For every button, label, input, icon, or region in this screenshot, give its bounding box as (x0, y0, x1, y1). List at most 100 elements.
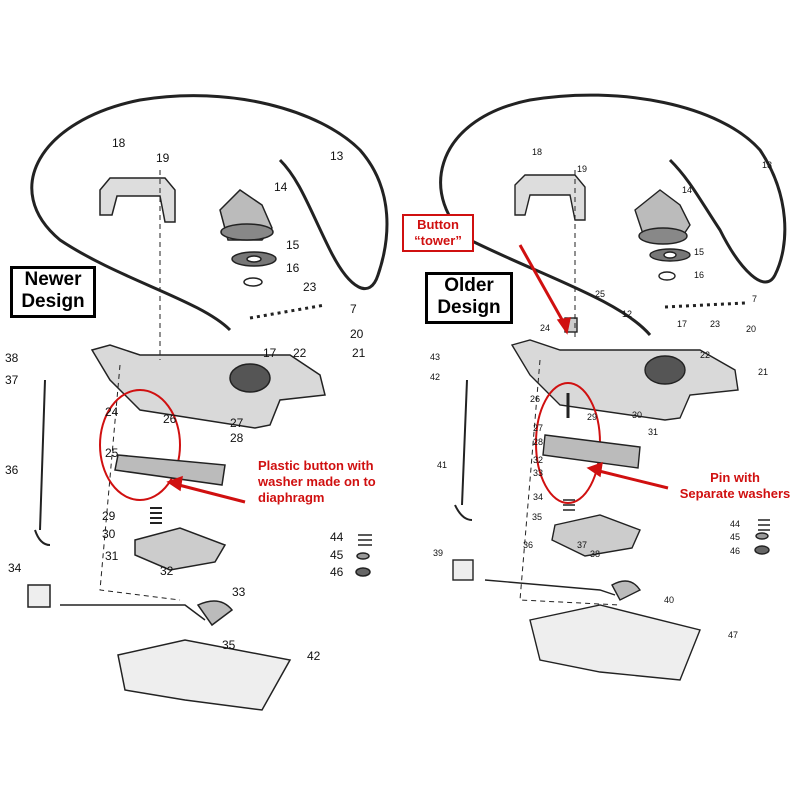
svg-text:33: 33 (232, 585, 246, 599)
svg-text:30: 30 (632, 410, 642, 420)
svg-text:24: 24 (540, 323, 550, 333)
diaphragm-28 (542, 434, 641, 469)
svg-text:45: 45 (330, 548, 344, 562)
svg-text:13: 13 (330, 149, 344, 163)
svg-text:16: 16 (286, 261, 300, 275)
svg-text:24: 24 (105, 405, 119, 419)
svg-text:44: 44 (330, 530, 344, 544)
svg-text:13: 13 (762, 160, 772, 170)
svg-text:17: 17 (263, 346, 277, 360)
newer-design-note: Plastic button with washer made on to di… (258, 458, 396, 506)
plate-35 (551, 514, 641, 557)
svg-text:33: 33 (533, 468, 543, 478)
callout-line-2: “tower” (414, 233, 462, 248)
svg-text:14: 14 (274, 180, 288, 194)
svg-text:43: 43 (430, 352, 440, 362)
svg-text:23: 23 (303, 280, 317, 294)
svg-text:31: 31 (648, 427, 658, 437)
svg-text:20: 20 (746, 324, 756, 334)
svg-text:26: 26 (530, 394, 540, 404)
svg-text:46: 46 (330, 565, 344, 579)
svg-text:28: 28 (230, 431, 244, 445)
svg-text:7: 7 (350, 302, 357, 316)
svg-text:22: 22 (700, 350, 710, 360)
svg-text:40: 40 (664, 595, 674, 605)
svg-text:47: 47 (728, 630, 738, 640)
svg-text:25: 25 (105, 446, 119, 460)
newer-design-drawing: 18 19 13 14 15 16 23 7 20 21 22 17 38 37… (5, 94, 389, 711)
badge-line-1: Newer (24, 269, 82, 290)
newer-design-badge: Newer Design (10, 266, 96, 318)
svg-text:41: 41 (437, 460, 447, 470)
svg-text:25: 25 (595, 289, 605, 299)
svg-text:27: 27 (533, 423, 543, 433)
svg-text:7: 7 (752, 294, 757, 304)
svg-text:21: 21 (758, 367, 768, 377)
svg-text:23: 23 (710, 319, 720, 329)
svg-text:30: 30 (102, 527, 116, 541)
svg-text:42: 42 (430, 372, 440, 382)
svg-text:17: 17 (677, 319, 687, 329)
svg-text:38: 38 (5, 351, 19, 365)
gasket-42 (117, 639, 292, 711)
svg-text:27: 27 (230, 416, 244, 430)
note-line-1: Pin with (710, 470, 760, 485)
svg-text:37: 37 (577, 540, 587, 550)
cable-13 (439, 93, 787, 336)
svg-text:12: 12 (622, 309, 632, 319)
svg-text:26: 26 (163, 412, 177, 426)
older-design-badge: Older Design (425, 272, 513, 324)
note-line-1: Plastic button with (258, 458, 374, 473)
plate-30 (134, 527, 227, 571)
svg-text:31: 31 (105, 549, 119, 563)
svg-text:19: 19 (577, 164, 587, 174)
badge-line-1: Older (444, 275, 494, 296)
svg-text:22: 22 (293, 346, 307, 360)
note-line-3: diaphragm (258, 490, 325, 505)
callout-line-1: Button (417, 217, 459, 232)
button-tower-callout: Button “tower” (402, 214, 474, 252)
badge-line-2: Design (21, 291, 85, 312)
svg-text:42: 42 (307, 649, 321, 663)
badge-line-2: Design (437, 297, 501, 318)
svg-text:15: 15 (286, 238, 300, 252)
svg-text:39: 39 (433, 548, 443, 558)
part-number-labels: 18 19 13 14 15 16 23 7 20 21 22 17 38 37… (5, 136, 366, 663)
svg-text:15: 15 (694, 247, 704, 257)
svg-text:45: 45 (730, 532, 740, 542)
svg-text:36: 36 (5, 463, 19, 477)
cable-13 (30, 94, 389, 332)
svg-text:35: 35 (222, 638, 236, 652)
svg-text:35: 35 (532, 512, 542, 522)
svg-text:18: 18 (112, 136, 126, 150)
highlight-circle (99, 389, 181, 501)
svg-text:34: 34 (8, 561, 22, 575)
svg-text:38: 38 (590, 549, 600, 559)
carburetor-body (90, 344, 326, 429)
svg-text:29: 29 (102, 509, 116, 523)
svg-text:44: 44 (730, 519, 740, 529)
svg-text:29: 29 (587, 412, 597, 422)
note-line-2: Separate washers (679, 486, 791, 501)
svg-text:19: 19 (156, 151, 170, 165)
older-design-drawing: 18 19 13 14 15 16 25 7 24 12 17 23 20 21… (430, 93, 787, 681)
svg-text:18: 18 (532, 147, 542, 157)
svg-text:32: 32 (160, 564, 174, 578)
svg-text:37: 37 (5, 373, 19, 387)
svg-text:36: 36 (523, 540, 533, 550)
newer-design-panel: 18 19 13 14 15 16 23 7 20 21 22 17 38 37… (0, 92, 400, 792)
gasket-47 (529, 604, 701, 681)
svg-text:28: 28 (533, 437, 543, 447)
part-number-labels: 18 19 13 14 15 16 25 7 24 12 17 23 20 21… (430, 147, 772, 640)
svg-text:21: 21 (352, 346, 366, 360)
svg-text:16: 16 (694, 270, 704, 280)
diaphragm-25 (114, 454, 226, 486)
svg-text:20: 20 (350, 327, 364, 341)
older-design-panel: 18 19 13 14 15 16 25 7 24 12 17 23 20 21… (400, 92, 800, 792)
svg-text:34: 34 (533, 492, 543, 502)
svg-text:46: 46 (730, 546, 740, 556)
older-design-note: Pin with Separate washers (672, 470, 798, 502)
svg-text:14: 14 (682, 185, 692, 195)
svg-text:32: 32 (533, 455, 543, 465)
